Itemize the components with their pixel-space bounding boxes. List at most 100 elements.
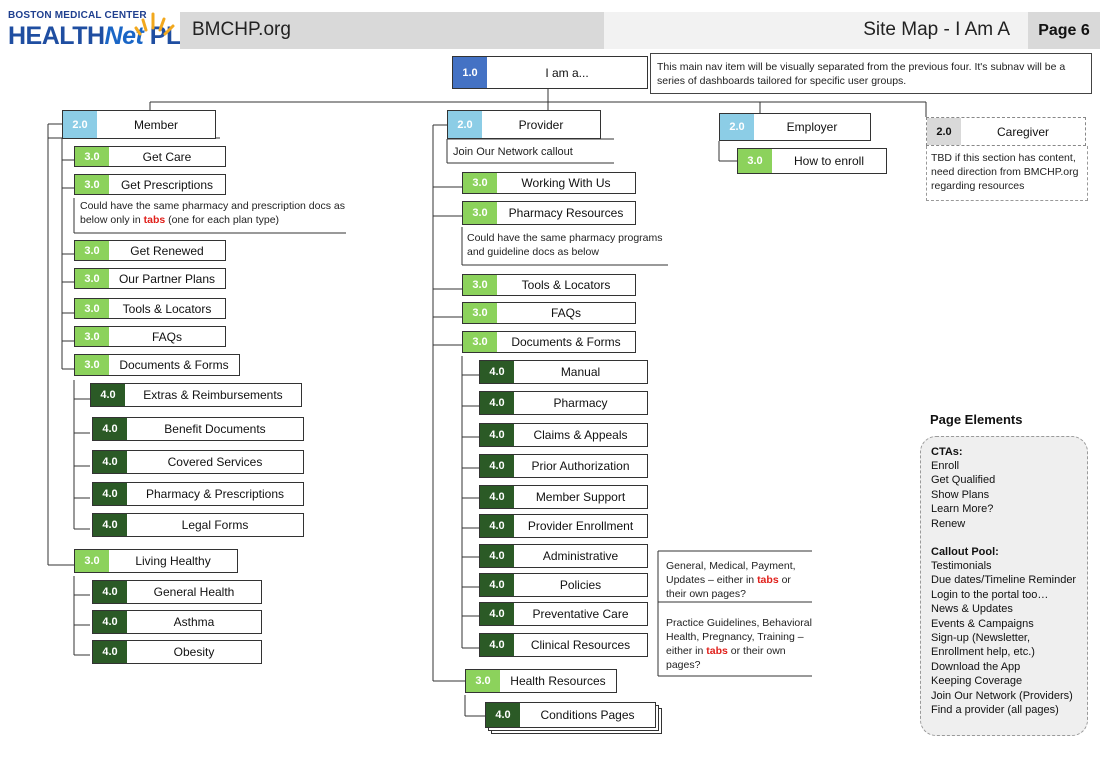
node-get-renewed[interactable]: 3.0 Get Renewed: [74, 240, 226, 261]
spacer: [931, 531, 1077, 545]
node-asthma[interactable]: 4.0 Asthma: [92, 610, 262, 634]
node-number: 3.0: [75, 550, 109, 572]
node-clinical-resources[interactable]: 4.0 Clinical Resources: [479, 633, 648, 657]
node-label: FAQs: [550, 306, 581, 320]
node-provider[interactable]: 2.0 Provider: [447, 110, 601, 139]
node-general-health[interactable]: 4.0 General Health: [92, 580, 262, 604]
node-number: 1.0: [453, 57, 487, 88]
callout-item: Testimonials: [931, 560, 992, 573]
node-get-care[interactable]: 3.0 Get Care: [74, 146, 226, 167]
node-label: Get Care: [142, 149, 192, 164]
node-label: Caregiver: [996, 124, 1050, 139]
node-number: 3.0: [463, 202, 497, 224]
node-documents-forms[interactable]: 3.0 Documents & Forms: [74, 354, 240, 376]
node-provider-enrollment[interactable]: 4.0 Provider Enrollment: [479, 514, 648, 538]
node-working-with-us[interactable]: 3.0 Working With Us: [462, 172, 636, 194]
node-label: Living Healthy: [135, 554, 211, 568]
node-pharmacy-resources[interactable]: 3.0 Pharmacy Resources: [462, 201, 636, 225]
node-label: General Health: [153, 585, 235, 599]
node-benefit-documents[interactable]: 4.0 Benefit Documents: [92, 417, 304, 441]
sun-rays-icon: [134, 12, 175, 36]
node-caregiver[interactable]: 2.0 Caregiver: [926, 117, 1086, 146]
node-faqs[interactable]: 3.0 FAQs: [74, 326, 226, 347]
node-conditions-pages[interactable]: 4.0 Conditions Pages: [485, 702, 656, 728]
node-administrative[interactable]: 4.0 Administrative: [479, 544, 648, 568]
node-label: Provider: [518, 117, 564, 132]
cta-item: Get Qualified: [931, 474, 996, 487]
node-employer[interactable]: 2.0 Employer: [719, 113, 871, 141]
node-provider-tools-locators[interactable]: 3.0 Tools & Locators: [462, 274, 636, 296]
node-number: 4.0: [480, 392, 514, 414]
prescriptions-note: Could have the same pharmacy and prescri…: [80, 199, 346, 227]
node-number: 4.0: [480, 515, 514, 537]
node-claims-appeals[interactable]: 4.0 Claims & Appeals: [479, 423, 648, 447]
node-how-to-enroll[interactable]: 3.0 How to enroll: [737, 148, 887, 174]
clinical-resources-note: Practice Guidelines, Behavioral Health, …: [666, 616, 812, 672]
node-number: 4.0: [93, 451, 127, 473]
node-get-prescriptions[interactable]: 3.0 Get Prescriptions: [74, 174, 226, 195]
node-tools-locators[interactable]: 3.0 Tools & Locators: [74, 298, 226, 319]
note-text: (one for each plan type): [165, 214, 280, 226]
node-label: Tools & Locators: [122, 301, 212, 316]
node-pharmacy-prescriptions[interactable]: 4.0 Pharmacy & Prescriptions: [92, 482, 304, 506]
root-note: This main nav item will be visually sepa…: [650, 53, 1092, 94]
node-label: Health Resources: [510, 674, 606, 688]
node-label: Policies: [559, 578, 602, 592]
node-number: 3.0: [75, 147, 109, 166]
node-number: 2.0: [927, 118, 961, 145]
node-label: Prior Authorization: [531, 459, 630, 473]
node-label: Extras & Reimbursements: [143, 388, 283, 402]
callout-item: Due dates/Timeline Reminder: [931, 574, 1077, 587]
node-label: Working With Us: [521, 176, 611, 190]
node-pharmacy[interactable]: 4.0 Pharmacy: [479, 391, 648, 415]
callout-item: Events & Campaigns: [931, 617, 1034, 630]
node-label: Tools & Locators: [521, 278, 611, 292]
node-policies[interactable]: 4.0 Policies: [479, 573, 648, 597]
node-living-healthy[interactable]: 3.0 Living Healthy: [74, 549, 238, 573]
node-label: Our Partner Plans: [118, 271, 216, 286]
node-legal-forms[interactable]: 4.0 Legal Forms: [92, 513, 304, 537]
node-number: 4.0: [93, 641, 127, 663]
node-our-partner-plans[interactable]: 3.0 Our Partner Plans: [74, 268, 226, 289]
cta-item: Enroll: [931, 460, 960, 472]
node-covered-services[interactable]: 4.0 Covered Services: [92, 450, 304, 474]
node-label: Documents & Forms: [119, 358, 229, 372]
node-provider-documents-forms[interactable]: 3.0 Documents & Forms: [462, 331, 636, 353]
node-preventative-care[interactable]: 4.0 Preventative Care: [479, 602, 648, 626]
node-number: 4.0: [91, 384, 125, 406]
node-number: 3.0: [75, 269, 109, 288]
node-manual[interactable]: 4.0 Manual: [479, 360, 648, 384]
node-provider-faqs[interactable]: 3.0 FAQs: [462, 302, 636, 324]
bmchp-logo[interactable]: BOSTON MEDICAL CENTER HEALTHNet PLAN: [8, 10, 216, 50]
node-number: 3.0: [75, 175, 109, 194]
node-obesity[interactable]: 4.0 Obesity: [92, 640, 262, 664]
pharmacy-resources-note: Could have the same pharmacy programs an…: [467, 232, 663, 258]
node-number: 3.0: [75, 241, 109, 260]
callout-item: Keeping Coverage: [931, 675, 1023, 688]
note-highlight: tabs: [757, 574, 779, 586]
node-number: 2.0: [63, 111, 97, 138]
node-health-resources[interactable]: 3.0 Health Resources: [465, 669, 617, 693]
node-label: Administrative: [542, 549, 619, 563]
note-highlight: tabs: [706, 645, 728, 657]
node-member-support[interactable]: 4.0 Member Support: [479, 485, 648, 509]
node-member[interactable]: 2.0 Member: [62, 110, 216, 139]
node-extras-reimbursements[interactable]: 4.0 Extras & Reimbursements: [90, 383, 302, 407]
caregiver-note: TBD if this section has content, need di…: [926, 146, 1088, 201]
node-prior-authorization[interactable]: 4.0 Prior Authorization: [479, 454, 648, 478]
note-text: General, Medical, Payment, Updates – eit…: [666, 560, 796, 586]
node-label: How to enroll: [793, 154, 865, 168]
node-label: Member: [133, 117, 178, 132]
node-label: Pharmacy: [553, 396, 608, 410]
logo-wordmark-health: HEALTH: [8, 22, 105, 50]
note-text: Practice Guidelines, Behavioral Health, …: [666, 617, 812, 657]
node-number: 4.0: [480, 603, 514, 625]
node-number: 4.0: [486, 703, 520, 727]
node-i-am-a[interactable]: 1.0 I am a...: [452, 56, 648, 89]
node-number: 2.0: [448, 111, 482, 138]
callout-item: Find a provider (all pages): [931, 704, 1059, 717]
node-number: 4.0: [93, 611, 127, 633]
site-name: BMCHP.org: [192, 19, 291, 40]
node-label: Employer: [786, 120, 838, 134]
node-label: Provider Enrollment: [527, 519, 634, 533]
